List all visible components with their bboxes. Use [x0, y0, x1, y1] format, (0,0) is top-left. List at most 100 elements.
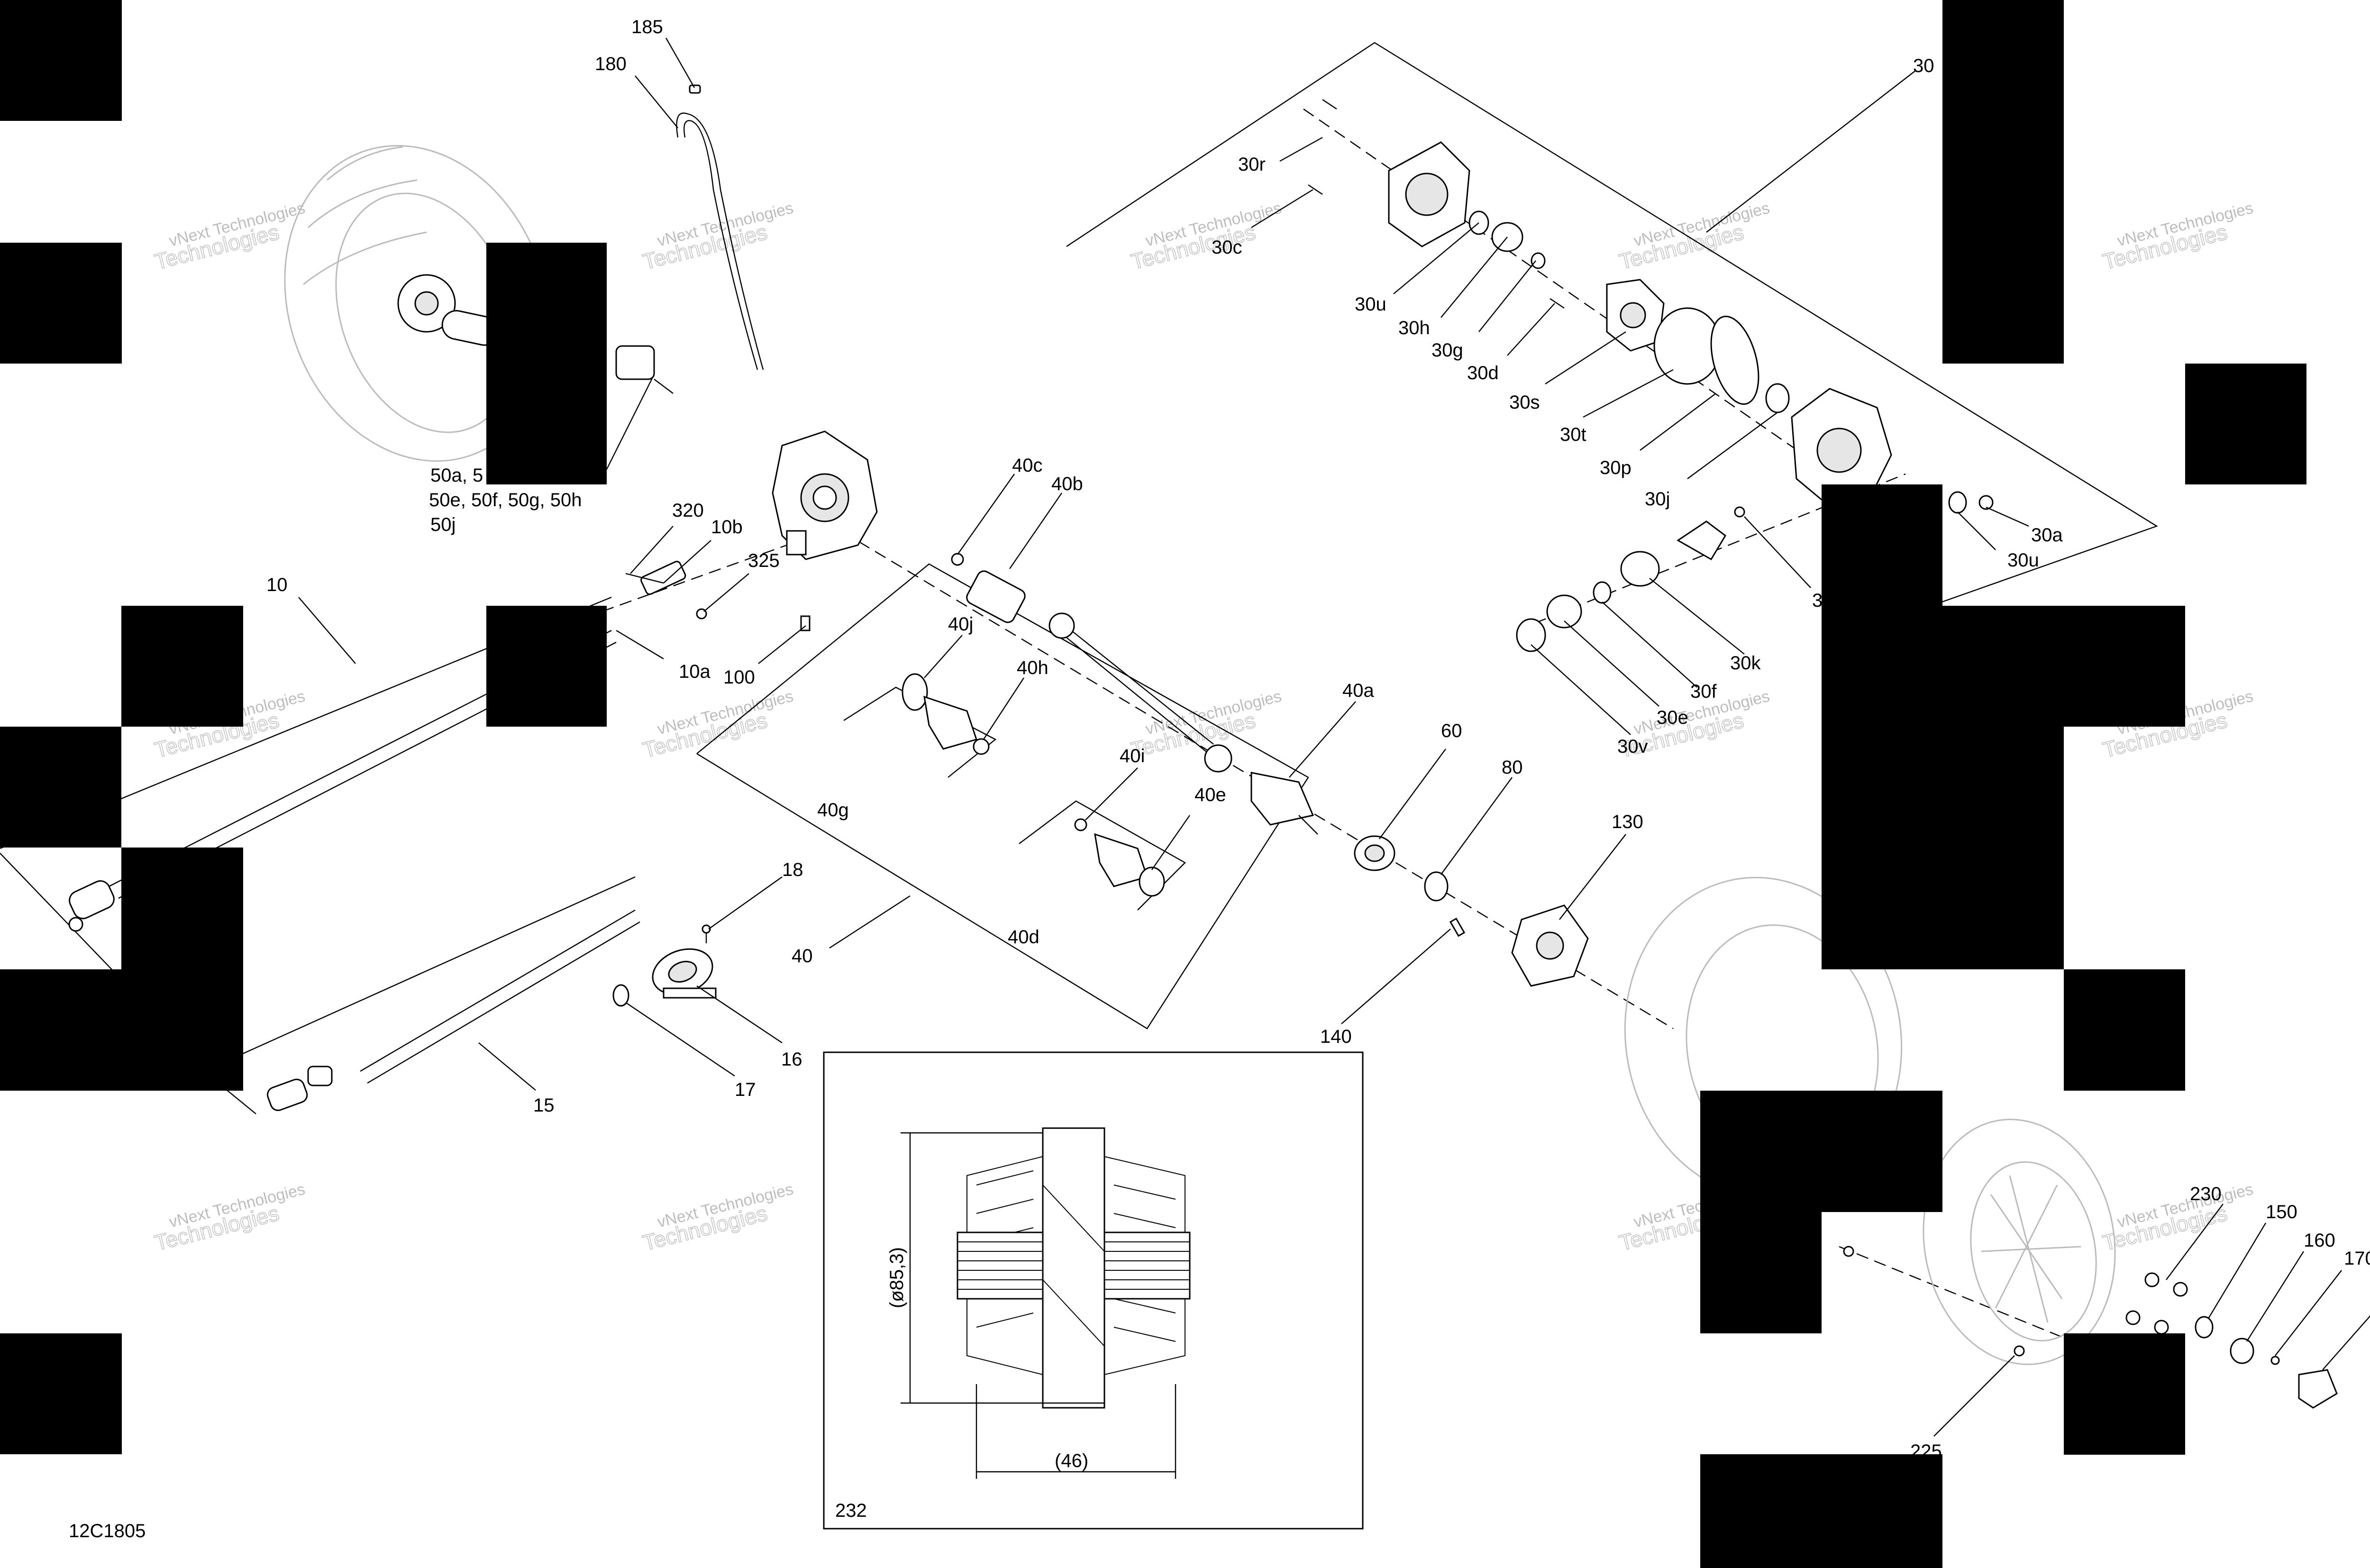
- dim-width-label: (46): [1055, 1450, 1088, 1471]
- redaction-block: [1700, 1091, 1942, 1212]
- callout-labels: 185 180 30 30r 30c 30u 30h 30g 30d 30s 3…: [266, 17, 2370, 1462]
- bearing-30e: [1546, 594, 1582, 629]
- yoke-10: [69, 880, 115, 920]
- watermark: vNext Technologies Technologies: [152, 1180, 307, 1256]
- leader-40a: [1289, 701, 1356, 778]
- leader-30v: [1531, 644, 1631, 735]
- seal-30v: [1516, 618, 1546, 652]
- callout: 80: [1502, 757, 1523, 778]
- leader-10: [298, 597, 356, 664]
- bolt-18: [702, 924, 711, 943]
- leader-30d: [1507, 303, 1555, 356]
- bearing-60: [1354, 835, 1395, 871]
- pin-320: [625, 573, 664, 584]
- bolt-140: [1449, 917, 1466, 937]
- leader-170: [2275, 1270, 2342, 1356]
- callout: 30h: [1398, 318, 1430, 338]
- watermark: vNext Technologies Technologies: [2100, 1180, 2255, 1256]
- leader-50: [606, 374, 655, 470]
- frame-group-10-low: [0, 853, 119, 977]
- callout: 10a: [679, 661, 711, 682]
- part-40b: [966, 570, 1026, 623]
- callout: 50e, 50f, 50g, 50h: [429, 490, 582, 511]
- ujoint-15: [307, 1066, 333, 1086]
- pinion-3: [1677, 520, 1726, 561]
- callout: 30r: [1238, 154, 1266, 175]
- small-fasteners: [696, 608, 1466, 937]
- hose-180-outer: [676, 112, 764, 370]
- redaction-block: [0, 1333, 122, 1454]
- ring-40e: [1139, 866, 1165, 897]
- bearing-16-race: [668, 961, 697, 983]
- watermark: vNext Technologies Technologies: [640, 687, 795, 763]
- callout: 30g: [1431, 340, 1463, 361]
- yoke-15: [267, 1078, 308, 1111]
- leader-30k: [1649, 578, 1745, 655]
- ring-40j: [902, 673, 928, 711]
- doc-code: 12C1805: [69, 1521, 146, 1541]
- leader-100: [758, 625, 806, 664]
- inset-shaft-hatch: [1042, 1185, 1105, 1252]
- nut-160: [2230, 1338, 2254, 1364]
- ring-80: [1424, 871, 1449, 902]
- callout: 160: [2304, 1230, 2335, 1251]
- cap-200: [2298, 1369, 2338, 1409]
- callout: 30k: [1730, 653, 1761, 674]
- halfshaft-spline: [654, 379, 674, 394]
- frame-group-15: [203, 876, 636, 1072]
- leader-150: [2208, 1222, 2267, 1318]
- inset-drawing: [957, 1127, 1191, 1409]
- redaction-block: [2064, 969, 2185, 1091]
- leader-30u: [1393, 222, 1479, 294]
- callout: 30: [1913, 55, 1934, 76]
- leader-40c: [957, 474, 1015, 555]
- leader-10b: [663, 540, 711, 583]
- leader-30: [1706, 71, 1915, 233]
- clamp-185: [689, 84, 701, 94]
- watermark: vNext Technologies Technologies: [2100, 199, 2255, 274]
- frame-group-40: [696, 563, 1309, 1030]
- callout: 40g: [817, 800, 849, 820]
- inset-spline-left: [957, 1231, 1044, 1300]
- leader-30g: [1478, 260, 1536, 332]
- callout: 15: [533, 1095, 555, 1116]
- callout: 30f: [1690, 681, 1717, 702]
- leader-lines: [298, 37, 2370, 1437]
- leader-40b: [1009, 492, 1062, 569]
- leader-40e: [1151, 815, 1190, 870]
- callout: 30s: [1509, 392, 1540, 413]
- ring-gear-30p: [1710, 316, 1759, 405]
- callout: 3: [1812, 590, 1823, 611]
- leader-30p: [1640, 393, 1716, 451]
- drive-shaft-15: [267, 909, 640, 1111]
- callout: 50a, 5: [430, 465, 483, 486]
- hose-180-inner: [683, 120, 758, 370]
- axle-group-40: [902, 553, 1318, 897]
- callout: 30u: [1355, 294, 1386, 315]
- watermark: vNext Technologies Technologies: [640, 199, 795, 274]
- stud-225: [1843, 1246, 1854, 1257]
- center-bearing-16: [652, 948, 717, 999]
- left-halfshaft-50: [441, 310, 674, 394]
- leader-16: [696, 985, 783, 1043]
- watermark: vNext Technologies Technologies: [1128, 199, 1284, 274]
- callout: 140: [1320, 1026, 1352, 1047]
- callout: 130: [1612, 811, 1643, 832]
- callout: 40j: [948, 614, 973, 635]
- callout: 10: [266, 574, 288, 595]
- fitting-100: [800, 615, 811, 631]
- callout: 40d: [1008, 927, 1039, 948]
- stub-axle-40a: [1250, 772, 1314, 826]
- inset-dimensions: (ø85,3) (46): [886, 1132, 1176, 1479]
- breather-hose-180: [676, 84, 764, 370]
- leader-130: [1559, 834, 1626, 920]
- leader-30h: [1440, 237, 1508, 318]
- axle-shaft-bottom: [1066, 637, 1209, 754]
- washer-230d: [2154, 1320, 2169, 1335]
- pin-30d: [1550, 298, 1565, 309]
- plug-30a: [1978, 495, 1994, 510]
- redaction-block: [0, 969, 243, 1091]
- redaction-block: [0, 0, 122, 121]
- bracket-10b: [625, 561, 686, 595]
